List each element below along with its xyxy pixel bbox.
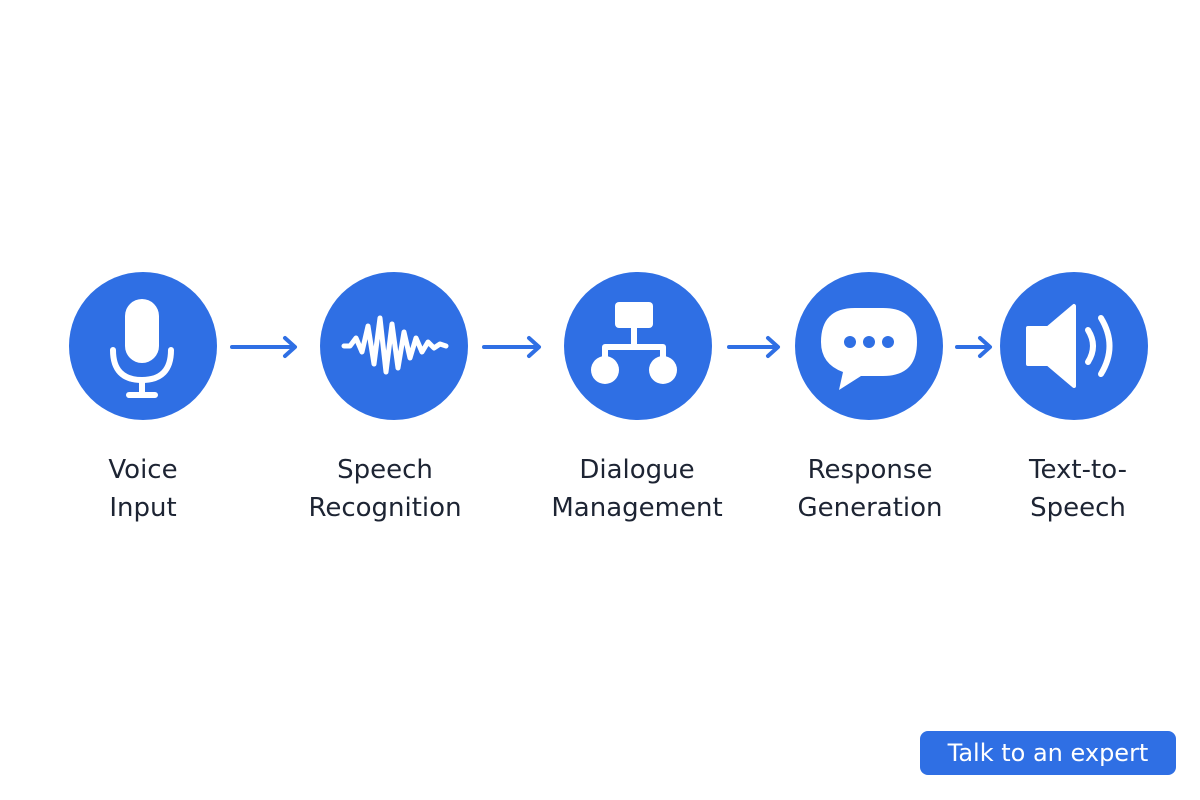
step-label-dialogue-management: Dialogue Management bbox=[527, 451, 747, 527]
flow-arrow-1 bbox=[230, 336, 297, 358]
step-response-generation-node bbox=[795, 272, 943, 420]
hierarchy-icon bbox=[591, 302, 677, 384]
step-label-response-generation: Response Generation bbox=[760, 451, 980, 527]
step-label-line: Recognition bbox=[308, 493, 462, 523]
flow-arrow-4 bbox=[955, 336, 992, 358]
step-dialogue-management-node bbox=[564, 272, 712, 420]
step-label-line: Dialogue bbox=[579, 455, 695, 485]
step-label-text-to-speech: Text-to- Speech bbox=[968, 451, 1188, 527]
talk-to-expert-button[interactable]: Talk to an expert bbox=[920, 731, 1176, 775]
chat-bubble-icon bbox=[821, 308, 917, 390]
step-label-line: Text-to- bbox=[1029, 455, 1127, 485]
step-label-line: Speech bbox=[1030, 493, 1126, 523]
step-label-voice-input: Voice Input bbox=[33, 451, 253, 527]
flow-arrow-2 bbox=[482, 336, 541, 358]
step-label-line: Input bbox=[109, 493, 177, 523]
step-label-line: Speech bbox=[337, 455, 433, 485]
step-label-speech-recognition: Speech Recognition bbox=[275, 451, 495, 527]
microphone-icon bbox=[110, 299, 174, 398]
step-speech-recognition-node bbox=[320, 272, 468, 420]
step-label-line: Management bbox=[551, 493, 723, 523]
step-text-to-speech-node bbox=[1000, 272, 1148, 420]
flow-arrow-3 bbox=[727, 336, 780, 358]
step-label-line: Voice bbox=[108, 455, 178, 485]
step-label-line: Generation bbox=[797, 493, 943, 523]
soundwave-icon bbox=[341, 315, 449, 375]
step-label-line: Response bbox=[807, 455, 933, 485]
speaker-icon bbox=[1026, 304, 1113, 388]
step-voice-input-node bbox=[69, 272, 217, 420]
